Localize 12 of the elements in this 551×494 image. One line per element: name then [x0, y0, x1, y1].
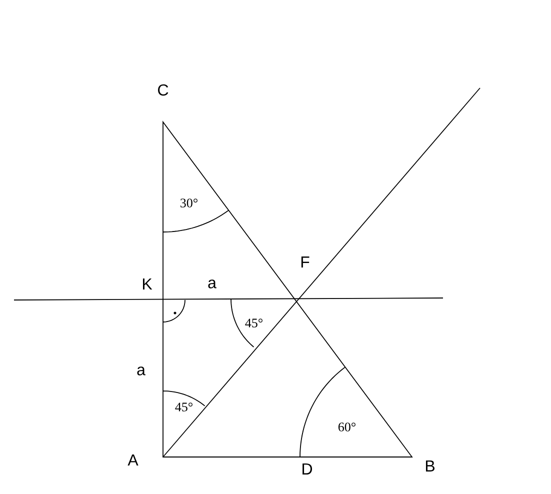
point-label: F — [301, 256, 310, 268]
point-label: A — [128, 454, 138, 466]
angle-label: 30° — [180, 198, 198, 208]
point-label: K — [142, 278, 152, 290]
length-label: a — [208, 280, 216, 288]
point-label: B — [426, 460, 434, 472]
angle-label: 45° — [245, 318, 262, 328]
angle-label: 45° — [175, 402, 192, 412]
length-label: a — [137, 366, 146, 376]
point-label: C — [158, 84, 168, 96]
point-label: D — [302, 463, 312, 474]
angle-label: 60° — [338, 422, 356, 432]
